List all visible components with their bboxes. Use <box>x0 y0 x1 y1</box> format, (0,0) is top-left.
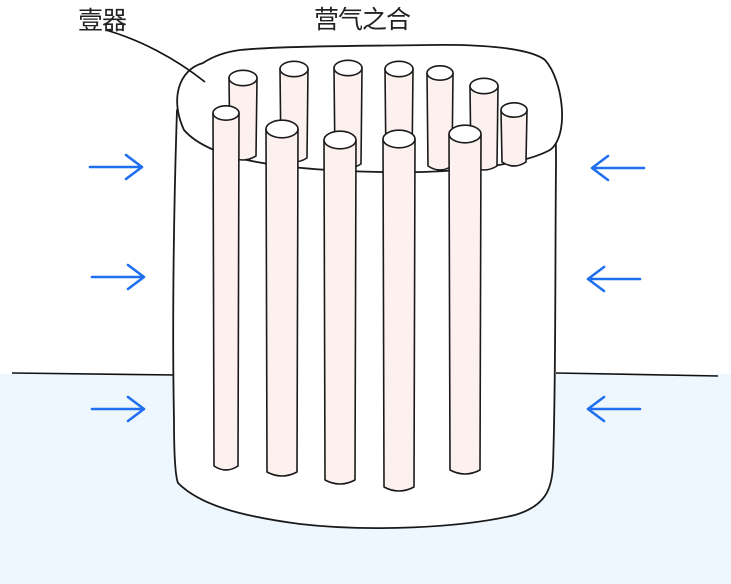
tube-front-4 <box>382 129 416 492</box>
tube-back-7 <box>500 102 528 167</box>
arrow-right-icon <box>90 395 146 423</box>
arrows-left <box>88 153 146 423</box>
arrow-left-icon <box>590 154 646 182</box>
tube-back-5 <box>426 65 454 171</box>
arrow-right-icon <box>90 263 146 291</box>
tube-front-1 <box>212 105 240 471</box>
arrow-left-icon <box>586 395 642 423</box>
tube-front-3 <box>323 130 357 485</box>
arrows-right <box>586 154 646 423</box>
liquid-surface-left <box>11 372 178 376</box>
tubes-front-row <box>212 105 482 492</box>
tube-front-2 <box>265 119 299 477</box>
label-tubes: 营气之合 <box>314 5 411 34</box>
label-vessel: 壹器 <box>78 6 127 35</box>
liquid-surface-right <box>555 372 719 377</box>
tube-front-5 <box>448 124 482 475</box>
arrow-right-icon <box>88 153 144 181</box>
label-leader-line <box>105 29 206 83</box>
arrow-left-icon <box>586 265 642 293</box>
